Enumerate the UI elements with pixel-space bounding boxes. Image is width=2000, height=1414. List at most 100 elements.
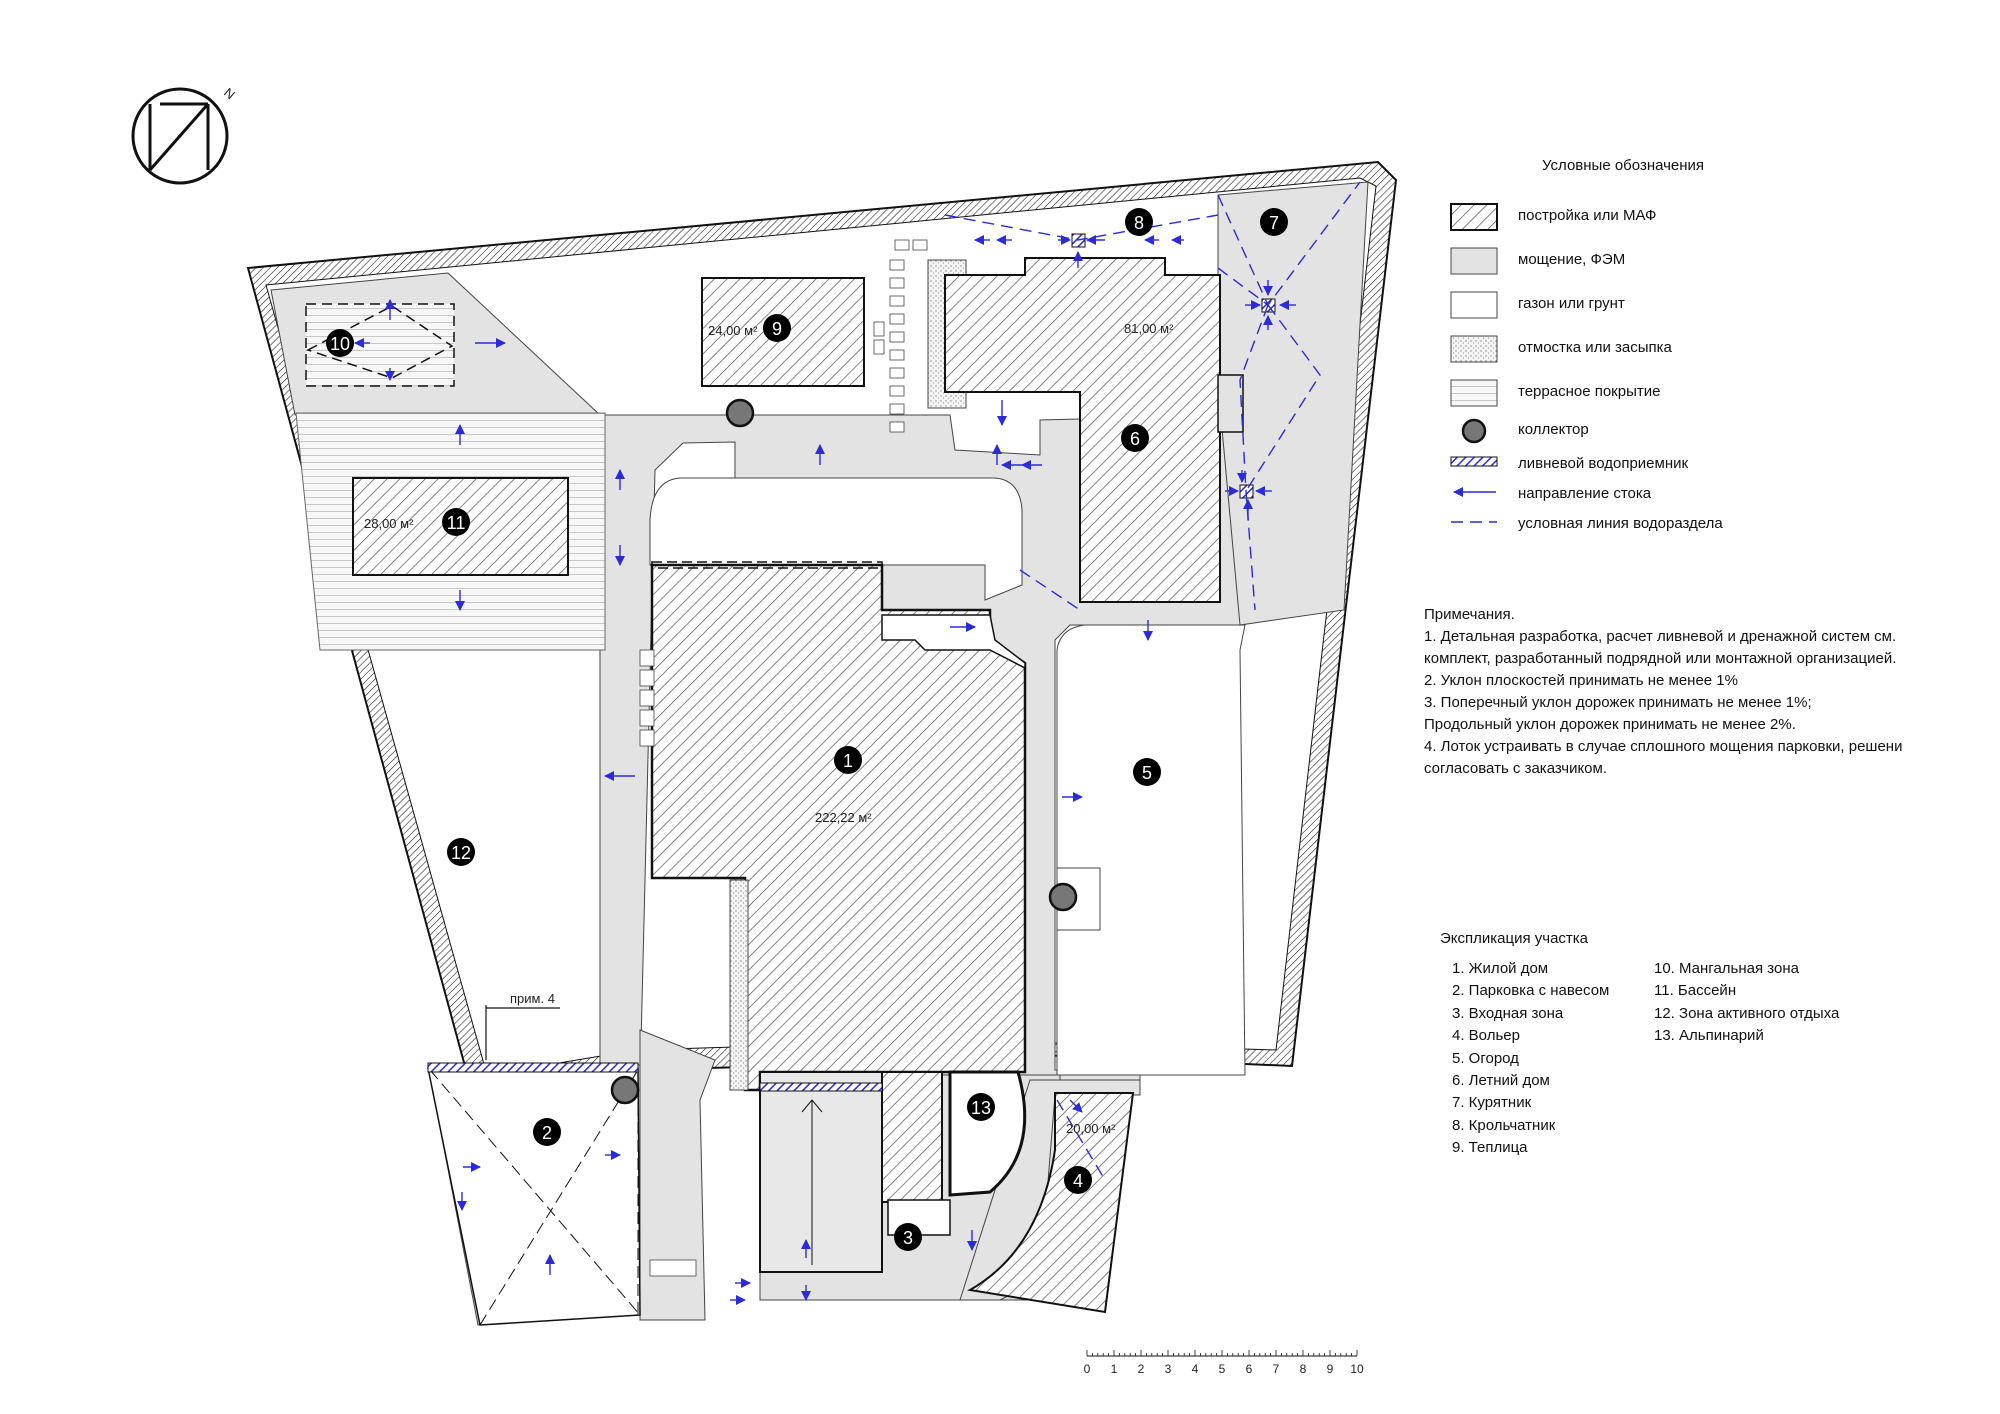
explication-item: 12. Зона активного отдыха [1654, 1004, 1840, 1022]
entry-zone [759, 1071, 951, 1273]
legend-row-storm-inlet: ливневой водоприемник [1450, 449, 1970, 479]
scale-label: 2 [1138, 1362, 1145, 1376]
zone-marker-label: 9 [772, 319, 782, 339]
zone-marker-label: 6 [1130, 429, 1140, 449]
parking-canopy [427, 1067, 697, 1326]
stepping-stones [873, 239, 928, 433]
legend-label: направление стока [1518, 485, 1652, 502]
zone-marker-label: 11 [447, 513, 466, 533]
area-label-aviary: 20,00 м² [1066, 1121, 1116, 1136]
north-label: N [221, 85, 238, 103]
notes-line: 3. Поперечный уклон дорожек принимать не… [1424, 694, 1812, 711]
legend-row-collector: коллектор [1450, 415, 1970, 449]
area-labels: 222,22 м² 81,00 м² 24,00 м² 28,00 м² 20,… [364, 321, 1174, 1136]
collector-icon [610, 1075, 640, 1105]
legend-title: Условные обозначения [1542, 157, 1705, 174]
legend-building-swatch [1450, 203, 1498, 231]
notes-title: Примечания. [1424, 606, 1515, 623]
area-label-greenhouse: 24,00 м² [708, 323, 758, 338]
legend-label: ливневой водоприемник [1518, 455, 1689, 472]
legend-terrace-swatch [1450, 379, 1498, 407]
notes-line: 2. Уклон плоскостей принимать не менее 1… [1424, 672, 1738, 689]
explication-item: 7. Курятник [1452, 1094, 1532, 1112]
legend: Условные обозначения постройка или МАФ м… [1450, 155, 1970, 539]
zone-marker-label: 5 [1142, 763, 1152, 783]
legend-row-flow: направление стока [1450, 479, 1970, 509]
zone-marker-7: 7 [1260, 208, 1288, 236]
legend-label: террасное покрытие [1518, 383, 1661, 400]
scale-label: 6 [1246, 1362, 1253, 1376]
north-arrow-icon: N [131, 85, 238, 185]
explication-item: 5. Огород [1452, 1049, 1519, 1067]
explication-item: 13. Альпинарий [1654, 1027, 1764, 1045]
scale-label: 0 [1084, 1362, 1091, 1376]
storm-inlet-icon [1450, 456, 1498, 467]
zone-marker-3: 3 [894, 1223, 922, 1251]
explication-col-1: 1. Жилой дом 2. Парковка с навесом 3. Вх… [1452, 958, 1642, 1160]
explication-col-2: 10. Мангальная зона 11. Бассейн 12. Зона… [1654, 958, 1839, 1160]
aviary [967, 1092, 1135, 1314]
watershed-line-icon [1451, 521, 1497, 523]
notes-line: Продольный уклон дорожек принимать не ме… [1424, 716, 1796, 733]
legend-lawn-swatch [1450, 291, 1498, 319]
storm-inlet-parking [427, 1062, 639, 1073]
legend-row-terrace: террасное покрытие [1450, 371, 1970, 415]
legend-row-blind-area: отмостка или засыпка [1450, 327, 1970, 371]
zone-marker-label: 13 [971, 1098, 991, 1118]
explication-item: 1. Жилой дом [1452, 960, 1549, 977]
scale-label: 4 [1192, 1362, 1199, 1376]
legend-row-lawn: газон или грунт [1450, 283, 1970, 327]
storm-inlets [427, 233, 1276, 1092]
zone-marker-label: 1 [843, 751, 853, 771]
lawn-island-center [649, 477, 1023, 601]
zone-marker-label: 10 [330, 334, 350, 354]
scale-label: 10 [1350, 1362, 1364, 1376]
collector-icon [1048, 882, 1078, 912]
zone-marker-4: 4 [1064, 1166, 1092, 1194]
flow-arrow-icon [1453, 487, 1496, 497]
explication-item: 10. Мангальная зона [1654, 960, 1799, 977]
zone-marker-13: 13 [967, 1093, 995, 1121]
zone-marker-8: 8 [1125, 208, 1153, 236]
legend-row-paving: мощение, ФЭМ [1450, 239, 1970, 283]
legend-blind-area-swatch [1450, 335, 1498, 363]
zone-marker-5: 5 [1133, 758, 1161, 786]
zone-marker-label: 8 [1134, 213, 1144, 233]
explication: Экспликация участка 1. Жилой дом 2. Парк… [1440, 928, 1960, 1160]
zone-marker-label: 7 [1269, 213, 1279, 233]
zone-marker-1: 1 [834, 746, 862, 774]
watershed-lines [944, 181, 1361, 1181]
notes: Примечания. 1. Детальная разработка, рас… [1424, 604, 1964, 780]
main-house-dashed-edge [651, 561, 883, 569]
explication-item: 4. Вольер [1452, 1027, 1520, 1045]
legend-label: отмостка или засыпка [1518, 339, 1672, 356]
zone-marker-9: 9 [763, 314, 791, 342]
zone-marker-11: 11 [442, 508, 470, 536]
zone-marker-label: 2 [542, 1123, 552, 1143]
zone-marker-10: 10 [326, 329, 354, 357]
paving-parking-path [639, 1029, 716, 1321]
scale-label: 7 [1273, 1362, 1280, 1376]
legend-row-building: постройка или МАФ [1450, 195, 1970, 239]
house-west-steps [639, 649, 655, 747]
zone-marker-label: 4 [1073, 1171, 1083, 1191]
legend-label: коллектор [1518, 421, 1589, 438]
main-house-notch [881, 614, 1026, 670]
summer-house [944, 257, 1221, 603]
legend-label: постройка или МАФ [1518, 207, 1657, 224]
legend-paving-swatch [1450, 247, 1498, 275]
scale-label: 9 [1327, 1362, 1334, 1376]
scale-label: 3 [1165, 1362, 1172, 1376]
zone-marker-label: 3 [903, 1228, 913, 1248]
explication-item: 11. Бассейн [1654, 982, 1737, 1000]
notes-line: согласовать с заказчиком. [1424, 760, 1608, 777]
scale-label: 1 [1111, 1362, 1118, 1376]
notes-line: 1. Детальная разработка, расчет ливневой… [1424, 628, 1897, 645]
notes-line: 4. Лоток устраивать в случае сплошного м… [1424, 738, 1903, 755]
explication-item: 6. Летний дом [1452, 1071, 1550, 1089]
explication-item: 2. Парковка с навесом [1452, 982, 1610, 1000]
explication-item: 3. Входная зона [1452, 1004, 1564, 1022]
